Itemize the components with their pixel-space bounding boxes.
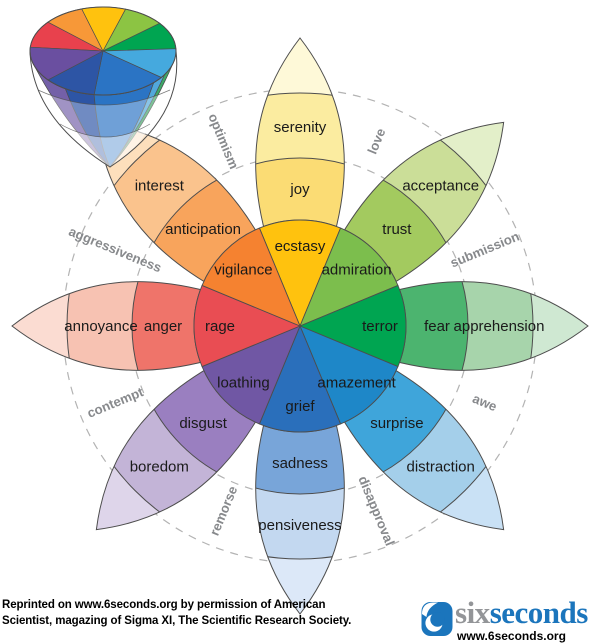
- logo-word-six: six: [455, 595, 490, 630]
- emotion-label-sadness: sadness: [272, 455, 328, 472]
- emotion-label-vigilance: vigilance: [214, 261, 272, 278]
- petal-outline-NE: [299, 121, 505, 327]
- emotion-label-loathing: loathing: [217, 375, 270, 392]
- center-sector-admiration: [299, 227, 399, 327]
- emotion-label-boredom: boredom: [130, 459, 189, 476]
- logo-word-seconds: seconds: [489, 595, 589, 630]
- emotion-label-interest: interest: [135, 177, 185, 194]
- emotion-label-disgust: disgust: [179, 415, 227, 432]
- petal-outline-SE: [299, 325, 505, 531]
- emotion-label-distraction: distraction: [407, 459, 475, 476]
- dyad-label-contempt: contempt: [85, 384, 146, 421]
- sixseconds-logo-icon: [421, 602, 453, 636]
- emotion-label-apprehension: apprehension: [454, 318, 545, 335]
- dyad-label-disapproval: disapproval: [355, 474, 397, 548]
- emotion-label-anger: anger: [144, 318, 182, 335]
- dyad-label-submission: submission: [448, 229, 521, 271]
- emotion-label-trust: trust: [382, 221, 412, 238]
- attribution-text: Reprinted on www.6seconds.org by permiss…: [2, 597, 352, 630]
- center-sector-amazement: [299, 325, 399, 425]
- emotion-cone-3d: [29, 6, 178, 168]
- emotion-label-acceptance: acceptance: [402, 177, 479, 194]
- emotion-label-ecstasy: ecstasy: [275, 238, 326, 255]
- center-sector-loathing: [201, 325, 301, 425]
- center-sector-ecstasy: [258, 219, 342, 328]
- sixseconds-wordmark: sixseconds: [455, 595, 588, 631]
- center-sector-vigilance: [201, 227, 301, 327]
- dyad-label-awe: awe: [470, 391, 499, 414]
- dyad-label-remorse: remorse: [207, 484, 241, 538]
- center-sector-terror: [298, 284, 407, 368]
- logo-url: www.6seconds.org: [457, 629, 566, 643]
- emotion-label-serenity: serenity: [274, 119, 327, 136]
- petal-outline-SW: [95, 325, 301, 531]
- emotion-label-anticipation: anticipation: [165, 221, 241, 238]
- emotion-label-admiration: admiration: [322, 261, 392, 278]
- petal-outline-W: [11, 281, 302, 371]
- emotion-label-joy: joy: [289, 181, 310, 198]
- dyad-label-love: love: [365, 126, 389, 156]
- emotion-label-grief: grief: [285, 398, 315, 415]
- emotion-label-annoyance: annoyance: [64, 318, 137, 335]
- sixseconds-logo: sixseconds www.6seconds.org: [421, 595, 599, 643]
- dyad-label-optimism: optimism: [205, 111, 241, 171]
- emotion-label-surprise: surprise: [370, 415, 423, 432]
- attribution-line-1: Reprinted on www.6seconds.org by permiss…: [2, 599, 326, 611]
- attribution-line-2: Scientist, magazing of Sigma XI, The Sci…: [2, 615, 352, 628]
- emotion-label-rage: rage: [205, 318, 235, 335]
- petal-outline-E: [298, 281, 589, 371]
- emotion-label-fear: fear: [424, 318, 450, 335]
- petal-outline-N: [255, 37, 345, 328]
- center-sector-rage: [193, 284, 302, 368]
- emotion-label-amazement: amazement: [317, 375, 396, 392]
- center-sector-grief: [258, 324, 342, 433]
- emotion-label-pensiveness: pensiveness: [258, 517, 341, 534]
- petal-outline-S: [255, 324, 345, 615]
- emotion-label-terror: terror: [362, 318, 398, 335]
